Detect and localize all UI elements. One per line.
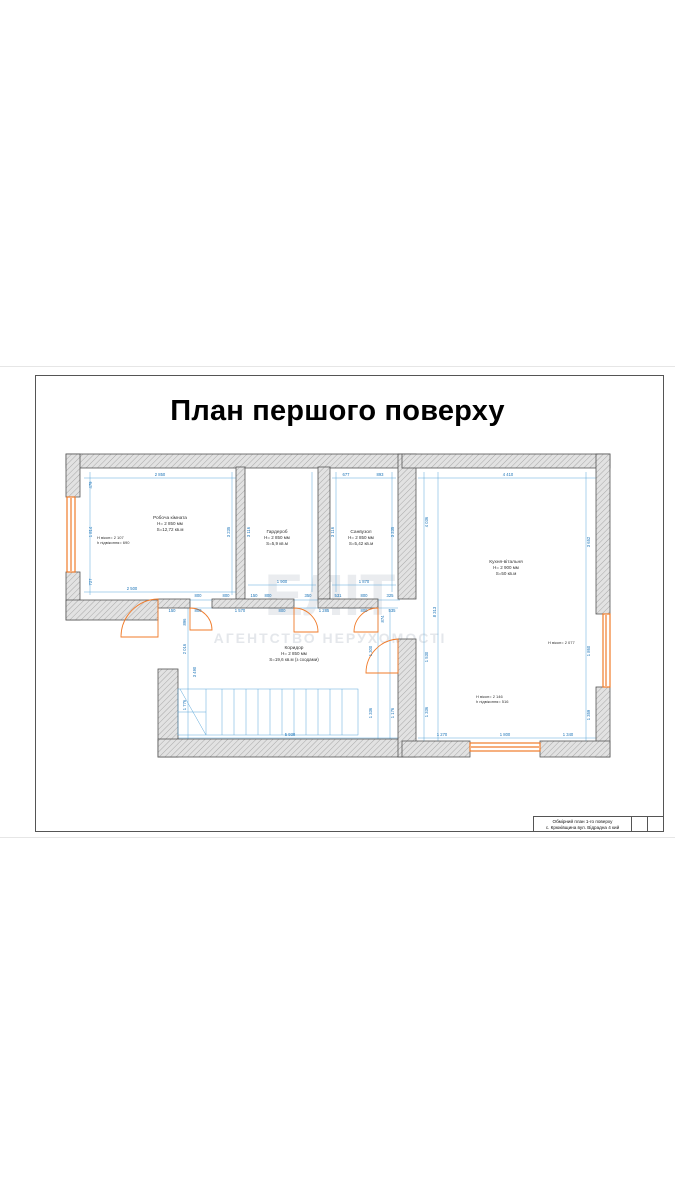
room-area: S=5,9 кв.м	[266, 541, 288, 546]
kitchen-side-window-icon	[602, 613, 611, 688]
dimension-label: 4 410	[503, 472, 514, 477]
dimension-label: 1 270	[437, 732, 448, 737]
openings	[66, 496, 611, 752]
room-name: Гардероб	[266, 529, 287, 535]
dimension-label: 2 500	[127, 586, 138, 591]
room-name: Кухня-вітальня	[489, 559, 523, 565]
work-door-icon	[189, 607, 213, 631]
room-height: H= 2 850 мм	[281, 651, 307, 656]
staircase	[177, 688, 359, 736]
dimension-label: 893	[377, 472, 385, 477]
dimension-lines	[84, 472, 596, 743]
dimension-label: 800	[279, 608, 287, 613]
title-block-cell	[648, 817, 664, 832]
entry-door-icon	[120, 598, 159, 638]
dimension-labels: 2 850 2 500 479 1 814 727 3 235 3 116 1 …	[88, 472, 591, 737]
dimension-label: 896	[182, 618, 187, 626]
room-name: Робоча кімната	[153, 515, 187, 521]
dimension-label: 4 036	[424, 516, 429, 527]
dimension-label: 1 530	[424, 651, 429, 662]
room-name: Санвузол	[350, 529, 371, 535]
window-note: h підвіконня= 516	[476, 699, 509, 704]
window-note: H вікон= 2 107	[97, 535, 124, 540]
room-name: Коридор	[285, 645, 304, 651]
dimension-label: 2 850	[155, 472, 166, 477]
dimension-label: 800	[223, 593, 231, 598]
dimension-label: 3 652	[586, 536, 591, 547]
kitchen-door-icon	[365, 638, 399, 674]
dimension-label: 350	[305, 593, 313, 598]
dimension-label: 1 285	[319, 608, 330, 613]
dimension-label: 2 016	[182, 643, 187, 654]
wardrobe-door-icon	[293, 607, 319, 633]
dimension-label: 1 570	[235, 608, 246, 613]
dimension-label: 1 176	[390, 707, 395, 718]
room-area: S=12,72 кв.м	[157, 527, 184, 532]
dimension-label: 479	[88, 481, 93, 489]
plan-title: План першого поверху	[170, 395, 505, 427]
dimension-label: 1 860	[586, 645, 591, 656]
dimension-label: 1 800	[500, 732, 511, 737]
title-block-text: Обмірний план 1-го поверху с. Крюківщина…	[534, 817, 632, 832]
dimension-label: 727	[88, 578, 93, 586]
floor-plan: ЕЛІТ АГЕНТСТВО НЕРУХОМОСТІ	[65, 453, 611, 758]
dimension-label: 3 235	[226, 526, 231, 537]
dimension-label: 800	[265, 593, 273, 598]
title-block: Обмірний план 1-го поверху с. Крюківщина…	[533, 816, 664, 832]
room-area: S=19,6 кв.м (з сходами)	[269, 657, 319, 662]
dimension-label: 8 313	[432, 606, 437, 617]
dimension-label: 1 900	[277, 579, 288, 584]
dimension-label: 3 490	[192, 666, 197, 677]
room-area: S=5,42 кв.м	[349, 541, 373, 546]
room-labels: Робоча кімната H= 2 850 мм S=12,72 кв.м …	[153, 515, 523, 662]
dimension-label: 325	[387, 593, 395, 598]
walls	[65, 453, 611, 758]
title-block-cell	[632, 817, 648, 832]
title-block-line: с. Крюківщина вул. Відрадна 4 кий	[545, 824, 620, 830]
dimension-label: 150	[169, 608, 177, 613]
title-block-line: Обмірний план 1-го поверху	[552, 819, 613, 824]
dimension-label: 3 116	[246, 526, 251, 537]
window-note: h підвіконня= 690	[97, 540, 130, 545]
window-notes: H вікон= 2 107 h підвіконня= 690 H вікон…	[97, 535, 575, 704]
dimension-label: 800	[361, 608, 369, 613]
dimension-label: 800	[195, 593, 203, 598]
dimension-label: 535	[389, 608, 397, 613]
dimension-label: 677	[343, 472, 351, 477]
dimension-label: 3 235	[390, 526, 395, 537]
dimension-label: 3 116	[330, 526, 335, 537]
dimension-label: 1 340	[563, 732, 574, 737]
dimension-label: 1 359	[586, 709, 591, 720]
drawing-sheet: План першого поверху ЕЛІТ АГЕНТСТВО НЕРУ…	[0, 366, 675, 838]
dimension-label: 1 870	[359, 579, 370, 584]
room-area: S=50 кв.м	[496, 571, 517, 576]
sheet-frame	[35, 375, 664, 832]
dimension-label: 874	[380, 615, 385, 623]
room-height: H= 2 850 мм	[157, 521, 183, 526]
window-note: H вікон= 2 077	[548, 640, 575, 645]
room-height: H= 2 900 мм	[493, 565, 519, 570]
dimension-label: 800	[195, 608, 203, 613]
dimension-label: 1 814	[88, 526, 93, 537]
dimension-label: 531	[335, 593, 343, 598]
dimension-label: 1 336	[424, 706, 429, 717]
room-height: H= 2 850 мм	[264, 535, 290, 540]
kitchen-bottom-window-icon	[469, 742, 541, 752]
dimension-label: 1 336	[368, 707, 373, 718]
work-window-icon	[66, 496, 76, 573]
window-note: H вікон= 2 146	[476, 694, 503, 699]
dimension-label: 800	[361, 593, 369, 598]
dimension-label: 150	[251, 593, 259, 598]
bath-door-icon	[353, 607, 379, 633]
dimension-label: 1 300	[368, 645, 373, 656]
room-height: H= 2 850 мм	[348, 535, 374, 540]
dimension-label: 5 930	[285, 732, 296, 737]
dimension-label: 1 776	[182, 699, 187, 710]
